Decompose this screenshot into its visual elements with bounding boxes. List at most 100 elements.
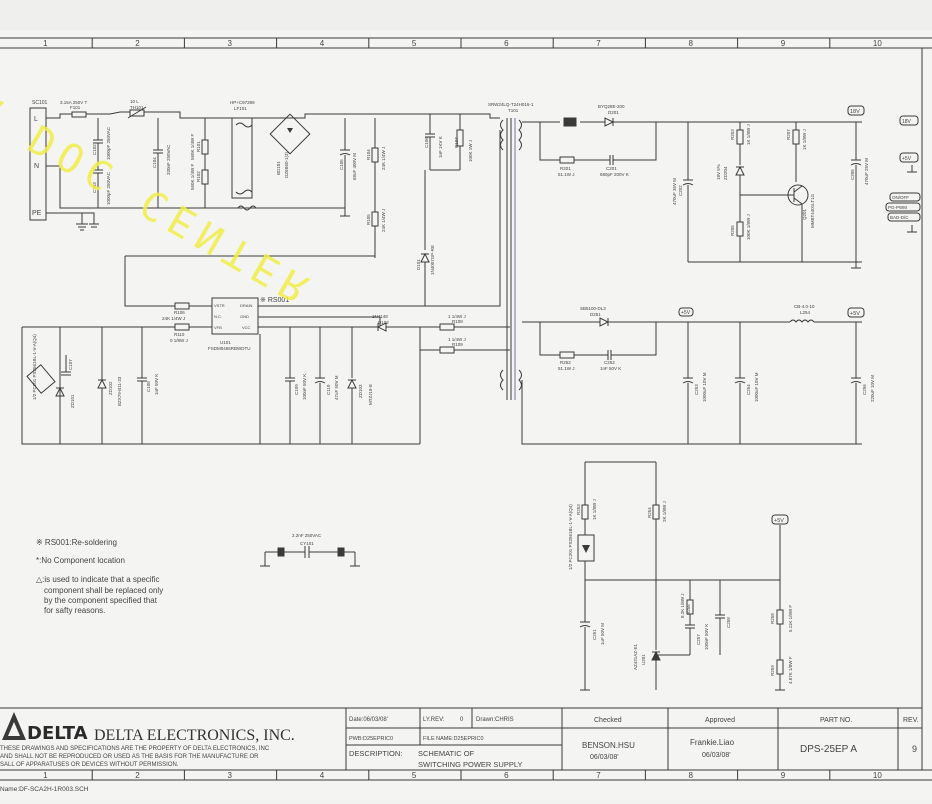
svg-text:C103: C103 [92,182,97,193]
svg-text:C102: C102 [92,144,97,155]
svg-text:R105: R105 [366,214,371,225]
svg-text:R203: R203 [730,129,735,140]
svg-text:Date:06/03/08': Date:06/03/08' [349,717,388,723]
svg-text:06/03/08': 06/03/08' [590,754,619,761]
svg-text:C107: C107 [68,359,73,370]
column-number: 4 [320,771,325,780]
svg-text:100nF 50V K: 100nF 50V K [302,374,307,400]
column-number: 2 [135,39,140,48]
svg-text:51.1W J: 51.1W J [558,366,575,371]
svg-text:THESE DRAWINGS AND SPECIFICATI: THESE DRAWINGS AND SPECIFICATIONS ARE TH… [0,746,270,752]
svg-text:C205: C205 [850,169,855,180]
svg-text:1uF 50V M: 1uF 50V M [600,623,605,645]
svg-text:D251: D251 [590,312,601,317]
svg-text:1K 1/8W J: 1K 1/8W J [802,129,807,150]
svg-text:68uF 400V M: 68uF 400V M [352,153,357,180]
svg-text:PG-PWM: PG-PWM [888,205,907,210]
tag-18v [847,105,865,116]
fuse-f101 [71,111,87,118]
svg-text:24K 1/4W J: 24K 1/4W J [162,316,185,321]
svg-text:18V: 18V [850,109,860,115]
svg-text:D101: D101 [416,259,421,270]
svg-text:ZD102: ZD102 [108,381,113,395]
svg-text:C258: C258 [726,617,731,628]
title-block: DELTA DELTA ELECTRONICS, INC. THESE DRAW… [0,707,922,793]
column-number: 1 [43,39,48,48]
svg-text:FILE NAME:D25EPRIC0: FILE NAME:D25EPRIC0 [423,736,484,742]
svg-text:SB5100-DL3: SB5100-DL3 [580,306,606,311]
svg-text:R101: R101 [196,141,201,152]
svg-text:MMBT4401LT1G: MMBT4401LT1G [810,193,815,228]
svg-text:+5V: +5V [902,156,912,162]
secondary-18v: BYQ28E-200 D201 R201 51.1W J C201 680pF … [522,104,869,269]
column-number: 8 [689,39,694,48]
svg-text:T101: T101 [508,108,519,113]
svg-text:1 1/4W J: 1 1/4W J [448,337,466,342]
svg-text:R207: R207 [786,129,791,140]
svg-text:PART NO.: PART NO. [820,717,852,724]
svg-text:BZX79-B11-33: BZX79-B11-33 [117,376,122,406]
svg-text:R258: R258 [770,613,775,624]
ac-connector-sc101 [29,107,47,221]
svg-text:1 1/4W J: 1 1/4W J [448,314,466,319]
svg-text:R205: R205 [730,225,735,236]
svg-text:R254: R254 [647,507,652,518]
svg-text:R252: R252 [560,360,571,365]
secondary-5v: SB5100-DL3 D251 R252 51.1W J C252 1nF 50… [521,304,875,445]
column-number: 5 [412,771,417,780]
column-number: 4 [320,39,325,48]
svg-text:R106: R106 [174,310,185,315]
column-number: 2 [135,771,140,780]
svg-text:680pF 200V K: 680pF 200V K [600,172,629,177]
svg-text:330nF 250VAC: 330nF 250VAC [166,144,171,175]
svg-text:FSDM0465RBWDTU: FSDM0465RBWDTU [208,346,251,351]
svg-text:1000pF 250VAC: 1000pF 250VAC [106,171,111,205]
svg-text:Q201: Q201 [802,208,807,220]
svg-text:BYQ28E-200: BYQ28E-200 [598,104,625,109]
svg-text:C104: C104 [152,157,157,168]
svg-text:DRAIN: DRAIN [240,303,253,308]
svg-text:1N4007GP-RE: 1N4007GP-RE [430,245,435,275]
svg-text:1nF 1KV K: 1nF 1KV K [438,136,443,158]
svg-text:4.87K 1/8W F: 4.87K 1/8W F [788,656,793,684]
svg-text:1K 1/8W J: 1K 1/8W J [592,499,597,520]
svg-text:R104: R104 [366,149,371,160]
svg-text:560K 1/4W F: 560K 1/4W F [190,133,195,160]
svg-text:GND: GND [240,314,249,319]
svg-text:PWB:D25EPRIC0: PWB:D25EPRIC0 [349,736,393,742]
optocoupler-pc201-tx [26,364,56,394]
note-safety-2: component shall be replaced only [44,586,163,595]
svg-text:MTZJ18-E: MTZJ18-E [368,384,373,405]
column-number: 10 [873,771,882,780]
column-number: 10 [873,39,882,48]
file-footer: Name:DF-SCA2H-1R003.SCH [0,786,89,793]
svg-text:CY101: CY101 [300,541,314,546]
column-number: 9 [781,39,786,48]
svg-text:Frankie.Liao: Frankie.Liao [690,738,735,747]
svg-text:1N4148: 1N4148 [372,314,388,319]
svg-text:+5V: +5V [774,518,784,524]
svg-text:0: 0 [460,717,464,723]
svg-text:SCHEMATIC OF: SCHEMATIC OF [418,749,475,758]
svg-text:HP+C97399: HP+C97399 [230,100,255,105]
ac-input-section: SC101 L N PE 3.15A 250V T F101 10 L TH10… [29,99,500,231]
svg-text:C201: C201 [606,166,617,171]
svg-text:VFB: VFB [214,325,222,330]
svg-text:3.15A 250V T: 3.15A 250V T [60,100,87,105]
svg-text:C254: C254 [746,384,751,395]
note-rs001: ※ RS001:Re-soldering [36,538,117,547]
svg-text:100K 1W J: 100K 1W J [468,140,473,162]
svg-text:24K 1/4W J: 24K 1/4W J [381,209,386,232]
bead-18v [563,117,577,127]
svg-text:D201: D201 [608,110,619,115]
svg-text:R109: R109 [452,342,463,347]
sc101-label: SC101 [32,100,48,106]
column-number: 7 [596,39,601,48]
svg-text:C253: C253 [694,384,699,395]
svg-text:2K 1/8W J: 2K 1/8W J [662,501,667,522]
svg-text:D102: D102 [378,320,389,325]
pin-l-label: L [34,116,38,123]
